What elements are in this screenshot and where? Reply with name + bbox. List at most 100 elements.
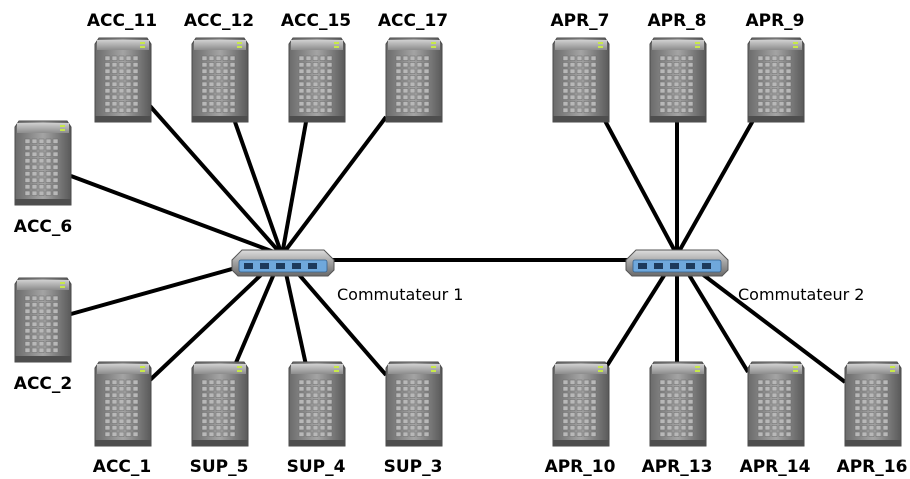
link-acc-17-sw1 <box>280 115 388 257</box>
vent-cell <box>132 431 139 437</box>
server-apr-13[interactable] <box>649 361 707 447</box>
server-label: APR_14 <box>740 457 811 477</box>
vent-cell <box>298 379 305 385</box>
vent-cell <box>132 94 139 100</box>
vent-cell <box>778 379 785 385</box>
vent-cell <box>409 425 416 431</box>
server-acc-12[interactable] <box>191 37 249 123</box>
server-acc-15[interactable] <box>288 37 346 123</box>
vent-cell <box>24 334 31 340</box>
server-acc-1[interactable] <box>94 361 152 447</box>
vent-cell <box>680 379 687 385</box>
vent-cell <box>222 386 229 392</box>
vent-cell <box>395 88 402 94</box>
vent-cell <box>409 62 416 68</box>
vent-cell <box>666 94 673 100</box>
vent-cell <box>24 177 31 183</box>
vent-cell <box>882 386 889 392</box>
vent-cell <box>590 62 597 68</box>
vent-cell <box>208 62 215 68</box>
vent-cell <box>687 412 694 418</box>
server-label: APR_8 <box>647 11 706 31</box>
vent-cell <box>215 94 222 100</box>
vent-cell <box>861 425 868 431</box>
vent-cell <box>757 392 764 398</box>
switch-sw1[interactable] <box>231 249 335 277</box>
vent-cell <box>31 190 38 196</box>
server-vent-grid <box>659 379 694 437</box>
vent-cell <box>208 431 215 437</box>
server-sup-4[interactable] <box>288 361 346 447</box>
led-icon <box>431 42 436 44</box>
server-apr-7[interactable] <box>552 37 610 123</box>
vent-cell <box>305 431 312 437</box>
vent-cell <box>104 399 111 405</box>
ethernet-port-icon <box>670 263 679 269</box>
vent-cell <box>402 379 409 385</box>
vent-cell <box>416 418 423 424</box>
server-apr-10[interactable] <box>552 361 610 447</box>
vent-cell <box>201 392 208 398</box>
vent-cell <box>409 412 416 418</box>
server-top-bezel <box>847 364 899 374</box>
vent-cell <box>778 107 785 113</box>
server-apr-16[interactable] <box>844 361 902 447</box>
vent-cell <box>305 386 312 392</box>
vent-cell <box>298 88 305 94</box>
vent-cell <box>24 184 31 190</box>
vent-cell <box>416 431 423 437</box>
vent-cell <box>201 405 208 411</box>
vent-cell <box>52 341 59 347</box>
switch-sw2[interactable] <box>625 249 729 277</box>
vent-cell <box>132 62 139 68</box>
vent-cell <box>45 328 52 334</box>
vent-cell <box>132 418 139 424</box>
server-base <box>748 116 804 122</box>
vent-cell <box>562 405 569 411</box>
vent-cell <box>402 62 409 68</box>
vent-cell <box>222 62 229 68</box>
vent-cell <box>45 151 52 157</box>
vent-cell <box>402 405 409 411</box>
vent-cell <box>312 75 319 81</box>
server-acc-17[interactable] <box>385 37 443 123</box>
server-sup-5[interactable] <box>191 361 249 447</box>
server-base <box>289 116 345 122</box>
vent-cell <box>208 425 215 431</box>
vent-cell <box>215 431 222 437</box>
vent-cell <box>785 412 792 418</box>
vent-cell <box>882 431 889 437</box>
vent-cell <box>590 399 597 405</box>
server-sup-3[interactable] <box>385 361 443 447</box>
server-apr-9[interactable] <box>747 37 805 123</box>
vent-cell <box>590 55 597 61</box>
vent-cell <box>854 392 861 398</box>
vent-cell <box>416 88 423 94</box>
vent-cell <box>861 431 868 437</box>
vent-cell <box>208 418 215 424</box>
vent-cell <box>31 328 38 334</box>
vent-cell <box>229 431 236 437</box>
server-acc-6[interactable] <box>14 120 72 206</box>
vent-cell <box>778 75 785 81</box>
vent-cell <box>757 405 764 411</box>
vent-cell <box>298 62 305 68</box>
vent-cell <box>305 55 312 61</box>
vent-cell <box>666 75 673 81</box>
vent-cell <box>38 334 45 340</box>
vent-cell <box>52 164 59 170</box>
vent-cell <box>778 392 785 398</box>
vent-cell <box>562 431 569 437</box>
vent-cell <box>38 171 45 177</box>
vent-cell <box>125 68 132 74</box>
server-apr-14[interactable] <box>747 361 805 447</box>
vent-cell <box>125 94 132 100</box>
vent-cell <box>882 405 889 411</box>
server-apr-8[interactable] <box>649 37 707 123</box>
led-icon <box>890 366 895 368</box>
vent-cell <box>771 431 778 437</box>
server-acc-11[interactable] <box>94 37 152 123</box>
vent-cell <box>659 418 666 424</box>
server-acc-2[interactable] <box>14 277 72 363</box>
vent-cell <box>104 431 111 437</box>
